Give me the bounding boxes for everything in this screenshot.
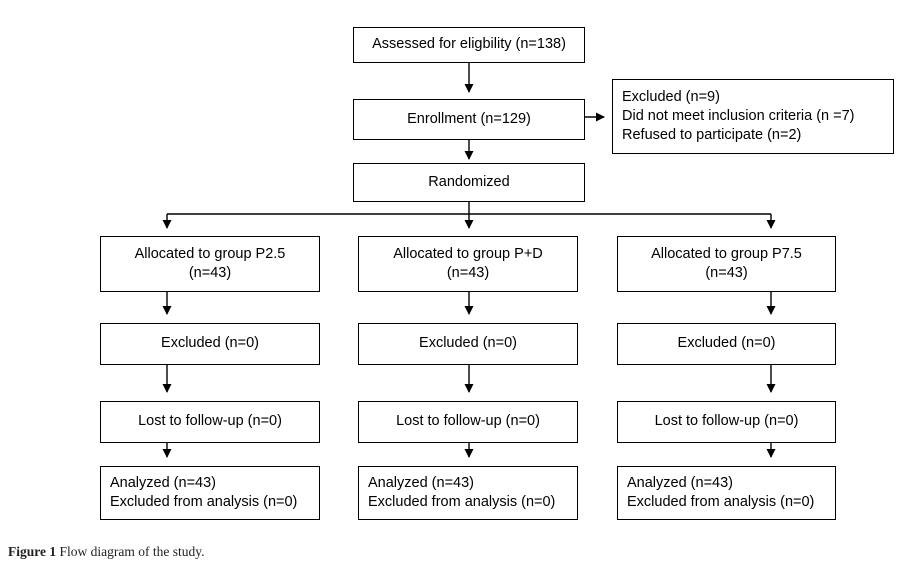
node-lost-col-1: Lost to follow-up (n=0): [100, 401, 320, 443]
figure-caption: Figure 1 Flow diagram of the study.: [8, 544, 204, 560]
node-enrollment-line-1: Enrollment (n=129): [407, 110, 531, 127]
node-excluded-col-3: Excluded (n=0): [617, 323, 836, 365]
node-allocation-col-1: Allocated to group P2.5 (n=43): [100, 236, 320, 292]
allocation-col-3-line-2: (n=43): [705, 265, 748, 281]
node-analyzed-col-3: Analyzed (n=43) Excluded from analysis (…: [617, 466, 836, 520]
node-assessed-line-1: Assessed for eligbility (n=138): [372, 36, 566, 53]
node-analyzed-col-1: Analyzed (n=43) Excluded from analysis (…: [100, 466, 320, 520]
lost-col-3-line-1: Lost to follow-up (n=0): [654, 413, 799, 430]
node-lost-col-2: Lost to follow-up (n=0): [358, 401, 578, 443]
node-randomized-line-1: Randomized: [428, 173, 510, 190]
node-randomized: Randomized: [353, 163, 585, 202]
lost-col-1-line-1: Lost to follow-up (n=0): [138, 413, 282, 430]
node-excluded-col-2: Excluded (n=0): [358, 323, 578, 365]
excluded-col-1-line-1: Excluded (n=0): [161, 335, 259, 352]
node-analyzed-col-2: Analyzed (n=43) Excluded from analysis (…: [358, 466, 578, 520]
allocation-col-2-line-1: Allocated to group P+D: [393, 245, 543, 262]
analyzed-col-3-line-1: Analyzed (n=43): [627, 474, 733, 491]
node-excluded-screening: Excluded (n=9) Did not meet inclusion cr…: [612, 79, 894, 154]
analyzed-col-2-line-1: Analyzed (n=43): [368, 474, 474, 491]
node-enrollment: Enrollment (n=129): [353, 99, 585, 140]
allocation-col-1-line-1: Allocated to group P2.5: [134, 245, 286, 262]
excluded-col-3-line-1: Excluded (n=0): [677, 335, 776, 352]
figure-caption-text: Flow diagram of the study.: [59, 544, 205, 559]
figure-caption-number: 1: [49, 544, 57, 559]
allocation-col-2-line-2: (n=43): [446, 265, 490, 281]
allocation-col-3-line-1: Allocated to group P7.5: [651, 245, 802, 262]
analyzed-col-1-line-1: Analyzed (n=43): [110, 474, 216, 491]
node-allocation-col-3: Allocated to group P7.5 (n=43): [617, 236, 836, 292]
excluded-col-2-line-1: Excluded (n=0): [419, 335, 517, 352]
figure-caption-label: Figure: [8, 544, 46, 559]
node-excluded-col-1: Excluded (n=0): [100, 323, 320, 365]
lost-col-2-line-1: Lost to follow-up (n=0): [396, 413, 540, 430]
analyzed-col-1-line-2: Excluded from analysis (n=0): [110, 494, 298, 510]
analyzed-col-3-line-2: Excluded from analysis (n=0): [627, 494, 815, 510]
node-excluded-screening-line-3: Refused to participate (n=2): [622, 127, 802, 144]
analyzed-col-2-line-2: Excluded from analysis (n=0): [368, 494, 556, 510]
node-assessed-for-eligibility: Assessed for eligbility (n=138): [353, 27, 585, 63]
allocation-col-1-line-2: (n=43): [188, 265, 232, 281]
node-excluded-screening-line-2: Did not meet inclusion criteria (n =7): [622, 107, 855, 124]
node-allocation-col-2: Allocated to group P+D (n=43): [358, 236, 578, 292]
node-excluded-screening-line-1: Excluded (n=9): [622, 88, 720, 105]
node-lost-col-3: Lost to follow-up (n=0): [617, 401, 836, 443]
